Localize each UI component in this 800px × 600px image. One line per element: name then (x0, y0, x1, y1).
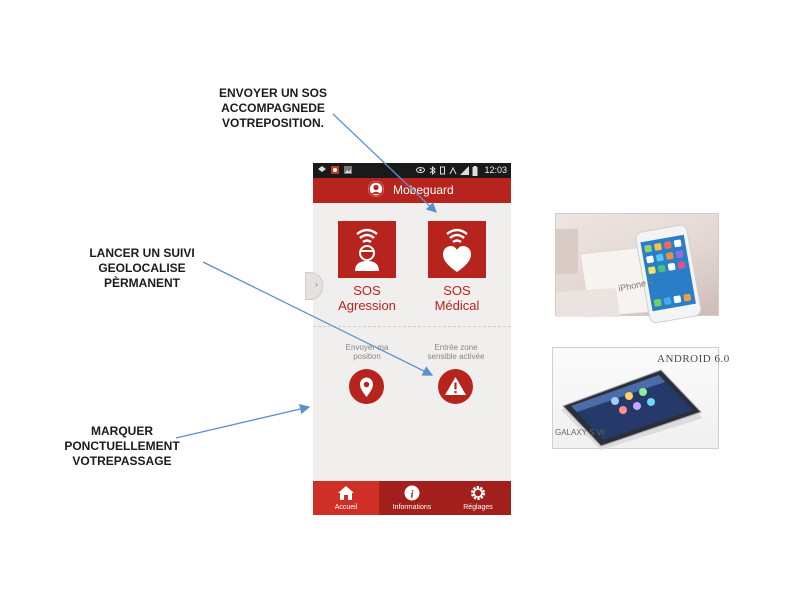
annotation-line: VOTREPASSAGE (72, 454, 172, 468)
annotation-line: GEOLOCALISE (98, 261, 186, 275)
network-icon (449, 166, 457, 175)
home-icon (337, 485, 355, 501)
annotation-line: PONCTUELLEMENT (64, 439, 180, 453)
small-label-line: sensible activée (427, 352, 485, 361)
android-photo: ANDROID 6.0 GALAXY S VI (552, 347, 729, 450)
bottom-nav: Accueil i Informations Réglages (313, 481, 511, 515)
android-title: ANDROID 6.0 (657, 353, 730, 365)
app-notification-icon (331, 166, 339, 174)
nav-tab-settings[interactable]: Réglages (445, 481, 511, 515)
sos-agression-button[interactable] (338, 221, 396, 278)
drawer-handle[interactable]: › (305, 272, 323, 300)
user-avatar-icon[interactable] (368, 181, 384, 197)
nav-tab-label: Réglages (463, 504, 493, 511)
small-label-line: position (353, 352, 381, 361)
chevron-right-icon: › (315, 279, 318, 289)
annotation-line: PÈRMANENT (103, 276, 180, 290)
annotation-line: ENVOYER UN SOS (218, 86, 328, 100)
app-header: Mobeguard (313, 178, 511, 203)
warning-triangle-icon (445, 377, 466, 395)
iphone-photo: iPhone 6 (555, 213, 719, 324)
arrow-to-phone-side (175, 404, 311, 439)
gear-icon (469, 485, 487, 501)
vibrate-icon (439, 166, 446, 175)
location-pin-icon (360, 377, 373, 397)
tile-label-line: Agression (338, 298, 396, 313)
annotation-line: VOTREPOSITION. (221, 116, 324, 130)
phone-screen: 12:03 Mobeguard › SOS Agression SOS (305, 163, 511, 515)
annotation-line: ACCOMPAGNEDE (221, 101, 325, 115)
zone-alert-button[interactable] (438, 369, 473, 404)
signal-icon (460, 166, 469, 175)
info-icon: i (403, 485, 421, 501)
annotation-line: LANCER UN SUIVI (89, 246, 195, 260)
bluetooth-icon (429, 165, 436, 176)
image-notification-icon (344, 166, 352, 174)
send-position-button[interactable] (349, 369, 384, 404)
annotation-mark-passage: MARQUER PONCTUELLEMENT VOTREPASSAGE (52, 424, 192, 469)
battery-icon (472, 166, 479, 176)
person-signal-icon (355, 228, 379, 271)
nav-tab-label: Accueil (334, 504, 358, 511)
svg-text:i: i (410, 489, 414, 501)
eye-icon (416, 166, 425, 174)
nav-tab-label: Informations (392, 504, 432, 511)
zone-activated-label: Entrée zone sensible activée (416, 343, 496, 361)
annotation-line: MARQUER (91, 424, 153, 438)
sos-agression-label: SOS Agression (322, 283, 412, 313)
heart-signal-icon (443, 228, 471, 272)
annotation-tracking: LANCER UN SUIVI GEOLOCALISE PÈRMANENT (72, 246, 212, 291)
nav-tab-home[interactable]: Accueil (313, 481, 379, 515)
send-position-label: Envoyer ma position (327, 343, 407, 361)
status-bar: 12:03 (313, 163, 511, 178)
notification-icon (318, 166, 326, 174)
sos-medical-label: SOS Médical (412, 283, 502, 313)
tile-label-line: SOS (353, 283, 381, 298)
nav-tab-info[interactable]: i Informations (379, 481, 445, 515)
tile-label-line: Médical (434, 298, 480, 313)
small-label-line: Entrée zone (434, 343, 478, 352)
tile-label-line: SOS (443, 283, 471, 298)
sos-medical-button[interactable] (428, 221, 486, 278)
section-divider (313, 326, 511, 327)
android-subtitle: GALAXY S VI (555, 428, 605, 437)
app-title: Mobeguard (393, 183, 454, 197)
status-time: 12:03 (484, 165, 507, 175)
small-label-line: Envoyer ma (345, 343, 389, 352)
annotation-send-sos: ENVOYER UN SOS ACCOMPAGNEDE VOTREPOSITIO… (205, 86, 341, 131)
